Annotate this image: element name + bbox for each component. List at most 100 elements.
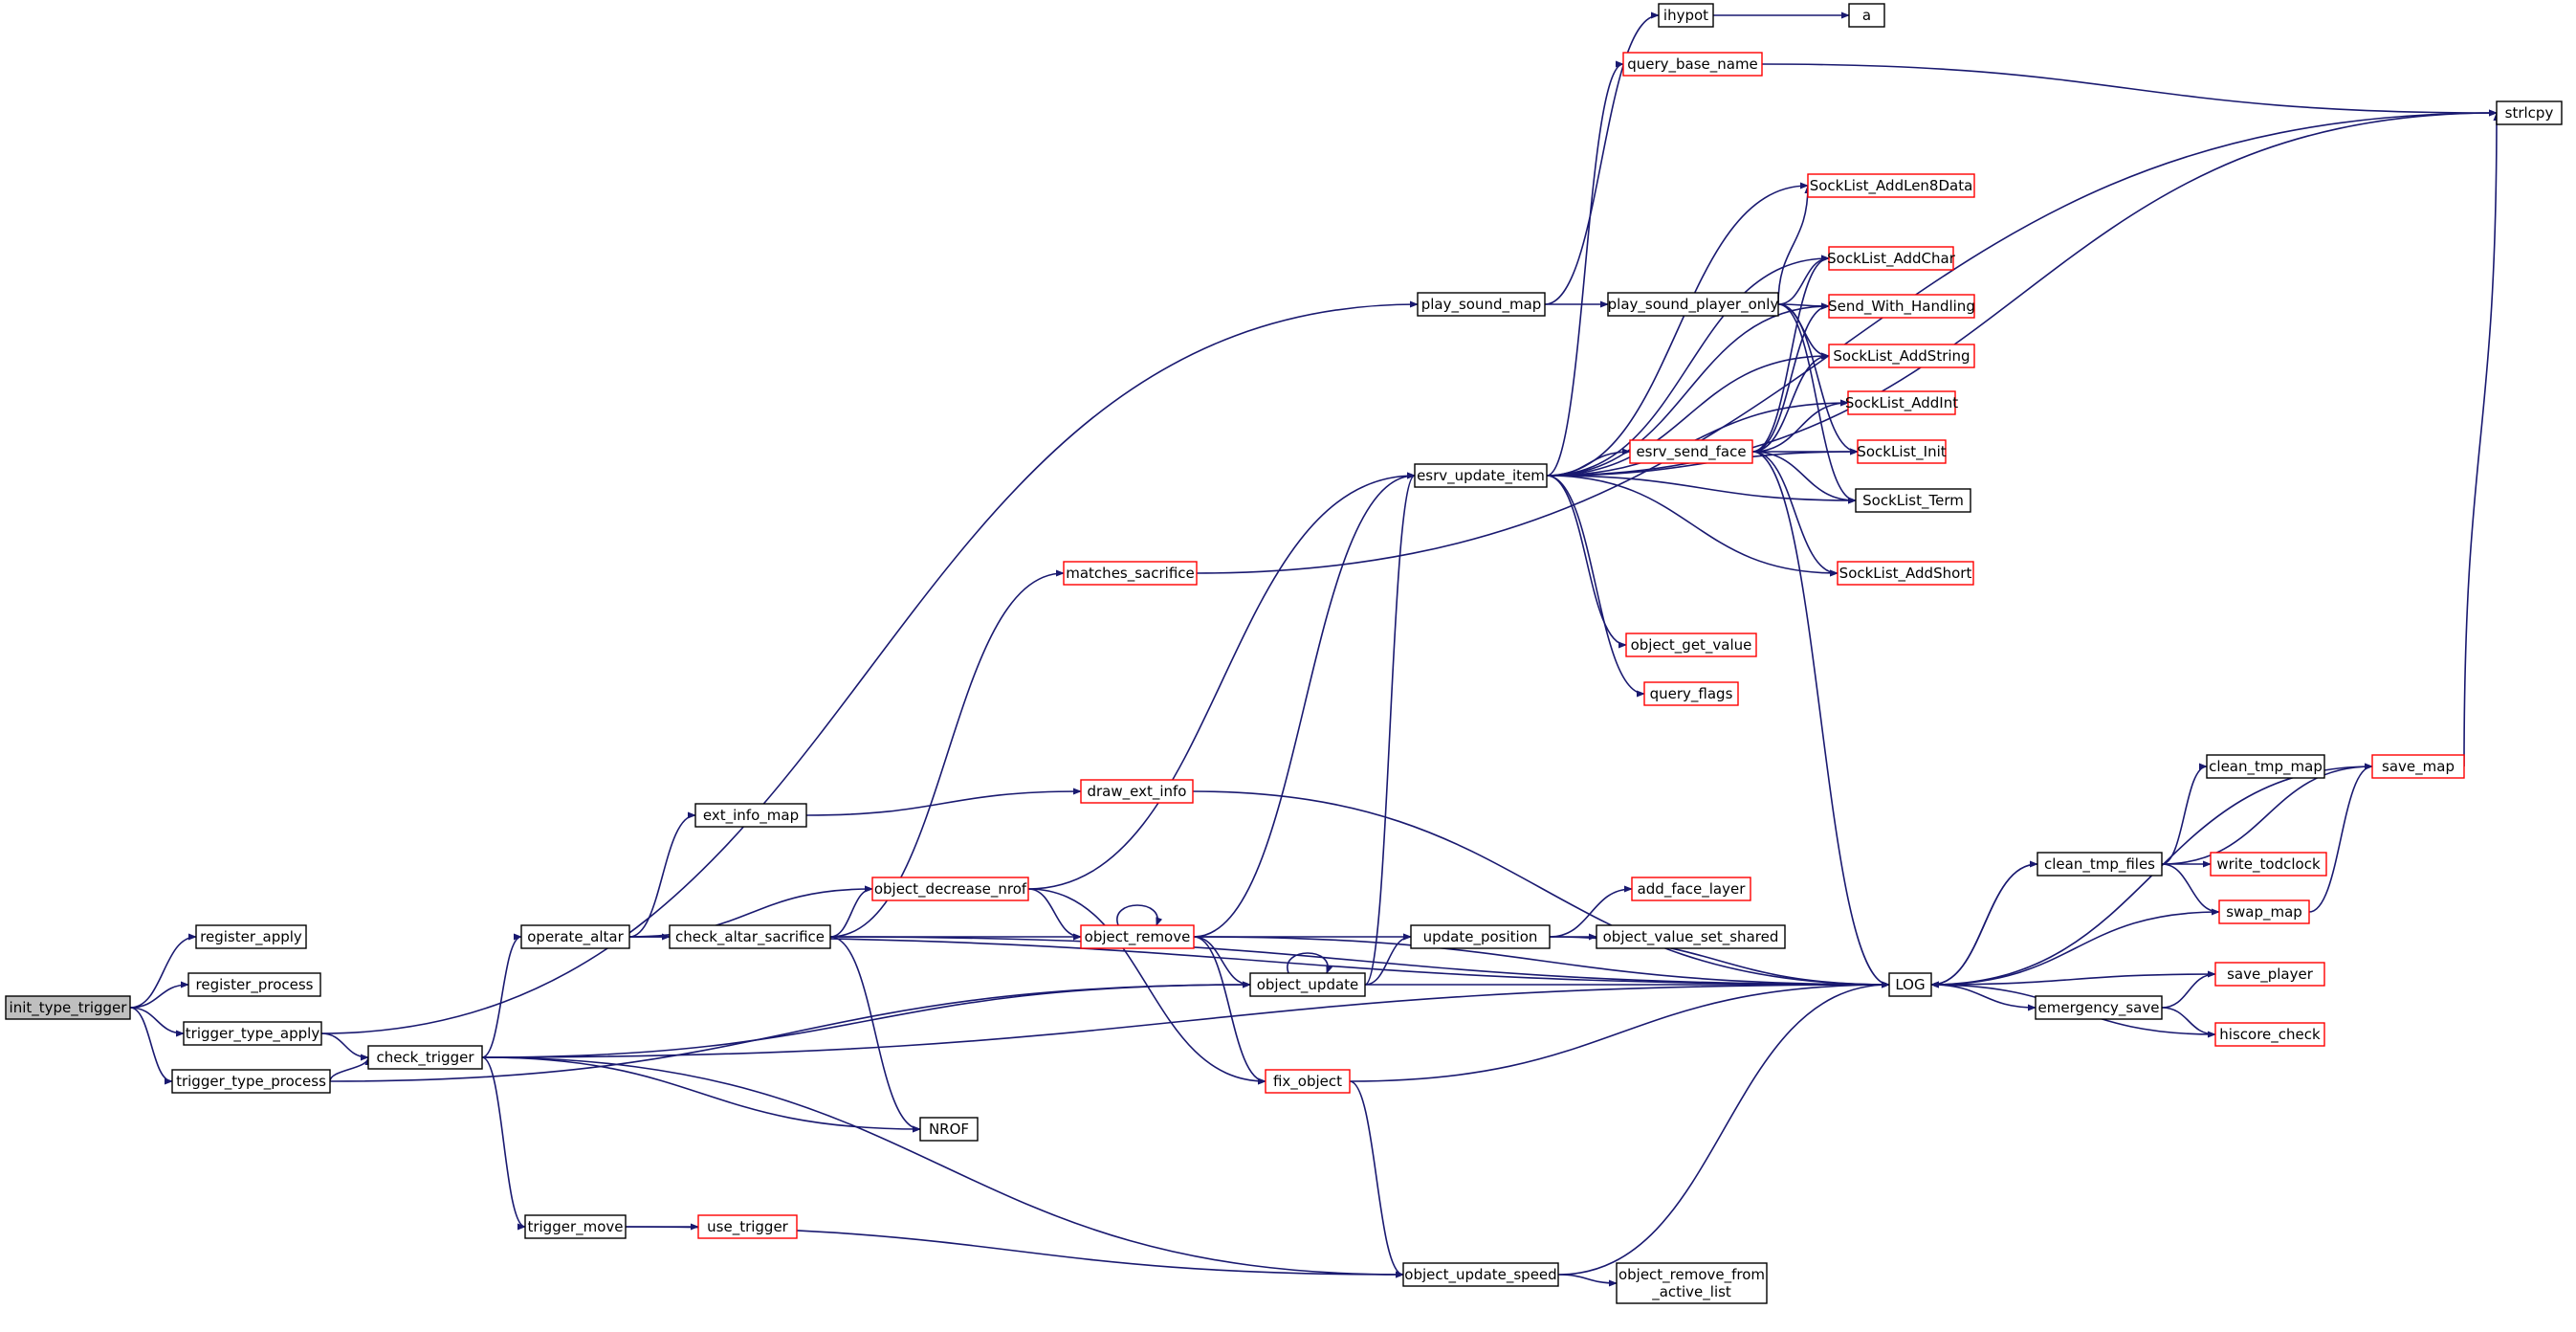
node-box bbox=[1596, 924, 1786, 949]
node-box bbox=[1625, 633, 1757, 657]
node-object-value-set-shared[interactable]: object_value_set_shared bbox=[1596, 924, 1786, 949]
node-Send-With-Handling[interactable]: Send_With_Handling bbox=[1828, 294, 1975, 319]
node-trigger-type-process[interactable]: trigger_type_process bbox=[171, 1069, 331, 1094]
edge-draw-ext-info-to-LOG bbox=[1192, 790, 1890, 988]
node-object-update-speed[interactable]: object_update_speed bbox=[1402, 1262, 1559, 1287]
node-box bbox=[195, 924, 307, 949]
node-label: save_map bbox=[2382, 758, 2455, 776]
node-a[interactable]: a bbox=[1848, 3, 1885, 28]
node-label: emergency_save bbox=[2038, 999, 2160, 1017]
node-query-base-name[interactable]: query_base_name bbox=[1622, 52, 1763, 77]
node-clean-tmp-files[interactable]: clean_tmp_files bbox=[2037, 852, 2163, 877]
node-box bbox=[1616, 1262, 1768, 1304]
edge-object-decrease-nrof-to-object-remove bbox=[1027, 888, 1082, 941]
node-object-remove-from-active-list[interactable]: object_remove_from_active_list bbox=[1616, 1262, 1768, 1304]
node-query-flags[interactable]: query_flags bbox=[1643, 681, 1739, 706]
node-label: init_type_trigger bbox=[10, 999, 128, 1017]
node-register-apply[interactable]: register_apply bbox=[195, 924, 307, 949]
node-emergency-save[interactable]: emergency_save bbox=[2035, 995, 2163, 1020]
node-box bbox=[367, 1045, 483, 1070]
edge-check-altar-sacrifice-to-LOG bbox=[829, 936, 1890, 988]
node-strlcpy[interactable]: strlcpy bbox=[2496, 100, 2563, 125]
node-add-face-layer[interactable]: add_face_layer bbox=[1631, 877, 1751, 901]
node-ihypot[interactable]: ihypot bbox=[1658, 3, 1714, 28]
node-box bbox=[1828, 246, 1954, 271]
node-label: save_player bbox=[2227, 966, 2314, 984]
node-fix-object[interactable]: fix_object bbox=[1265, 1069, 1351, 1094]
node-box bbox=[1631, 877, 1751, 901]
node-update-position[interactable]: update_position bbox=[1410, 924, 1551, 949]
node-label: trigger_type_apply bbox=[186, 1025, 320, 1043]
node-esrv-send-face[interactable]: esrv_send_face bbox=[1629, 439, 1753, 464]
node-SockList-AddChar[interactable]: SockList_AddChar bbox=[1827, 246, 1956, 271]
edge-play-sound-map-to-ihypot bbox=[1544, 11, 1660, 305]
edge-fix-object-to-LOG bbox=[1349, 981, 1890, 1082]
node-object-get-value[interactable]: object_get_value bbox=[1625, 633, 1757, 657]
node-label: object_update_speed bbox=[1404, 1266, 1556, 1284]
node-ext-info-map[interactable]: ext_info_map bbox=[694, 803, 807, 828]
node-write-todclock[interactable]: write_todclock bbox=[2210, 852, 2327, 877]
node-play-sound-map[interactable]: play_sound_map bbox=[1417, 292, 1546, 317]
node-clean-tmp-map[interactable]: clean_tmp_map bbox=[2206, 754, 2325, 779]
edge-trigger-type-apply-to-play-sound-map bbox=[320, 300, 1419, 1034]
node-box bbox=[5, 995, 131, 1020]
node-esrv-update-item[interactable]: esrv_update_item bbox=[1414, 463, 1548, 488]
node-label: SockList_Term bbox=[1862, 492, 1964, 510]
node-swap-map[interactable]: swap_map bbox=[2218, 899, 2310, 924]
node-operate-altar[interactable]: operate_altar bbox=[520, 924, 630, 949]
node-SockList-AddInt[interactable]: SockList_AddInt bbox=[1845, 390, 1958, 415]
node-SockList-AddString[interactable]: SockList_AddString bbox=[1828, 344, 1975, 368]
edge-init-type-trigger-to-register-process bbox=[129, 981, 189, 1009]
node-save-player[interactable]: save_player bbox=[2214, 962, 2325, 987]
node-use-trigger[interactable]: use_trigger bbox=[697, 1214, 798, 1239]
node-box bbox=[524, 1214, 627, 1239]
edge-object-update-to-esrv-update-item bbox=[1364, 472, 1416, 986]
node-box bbox=[1888, 972, 1932, 997]
node-check-altar-sacrifice[interactable]: check_altar_sacrifice bbox=[669, 924, 831, 949]
node-box bbox=[694, 803, 807, 828]
edge-object-remove-to-object-update bbox=[1193, 936, 1251, 988]
node-trigger-move[interactable]: trigger_move bbox=[524, 1214, 627, 1239]
edge-esrv-update-item-to-SockList-AddChar bbox=[1546, 255, 1830, 477]
node-object-decrease-nrof[interactable]: object_decrease_nrof bbox=[871, 877, 1029, 901]
node-box bbox=[1080, 924, 1195, 949]
edge-esrv-update-item-to-object-get-value bbox=[1546, 475, 1627, 649]
node-SockList-AddLen8Data[interactable]: SockList_AddLen8Data bbox=[1807, 173, 1975, 198]
node-object-remove[interactable]: object_remove bbox=[1080, 924, 1195, 949]
node-label: clean_tmp_map bbox=[2209, 758, 2323, 776]
node-box bbox=[697, 1214, 798, 1239]
node-draw-ext-info[interactable]: draw_ext_info bbox=[1080, 779, 1194, 804]
node-play-sound-player-only[interactable]: play_sound_player_only bbox=[1607, 292, 1779, 317]
node-SockList-Term[interactable]: SockList_Term bbox=[1855, 488, 1971, 513]
node-check-trigger[interactable]: check_trigger bbox=[367, 1045, 483, 1070]
edge-check-altar-sacrifice-to-matches-sacrifice bbox=[829, 569, 1065, 938]
edge-object-remove-to-esrv-update-item bbox=[1193, 472, 1416, 938]
node-label: check_trigger bbox=[376, 1049, 474, 1067]
node-trigger-type-apply[interactable]: trigger_type_apply bbox=[183, 1021, 322, 1046]
node-init-type-trigger[interactable]: init_type_trigger bbox=[5, 995, 131, 1020]
edge-esrv-send-face-to-SockList-AddChar bbox=[1751, 255, 1830, 453]
node-save-map[interactable]: save_map bbox=[2371, 754, 2465, 779]
edge-operate-altar-to-ext-info-map bbox=[628, 811, 696, 938]
node-SockList-Init[interactable]: SockList_Init bbox=[1857, 439, 1947, 464]
node-hiscore-check[interactable]: hiscore_check bbox=[2214, 1022, 2325, 1047]
node-box bbox=[1855, 488, 1971, 513]
edge-esrv-update-item-to-SockList-AddString bbox=[1546, 352, 1830, 477]
node-object-update[interactable]: object_update bbox=[1249, 972, 1366, 997]
edge-esrv-update-item-to-query-base-name bbox=[1546, 60, 1624, 477]
node-SockList-AddShort[interactable]: SockList_AddShort bbox=[1837, 561, 1974, 586]
node-box bbox=[2210, 852, 2327, 877]
node-LOG[interactable]: LOG bbox=[1888, 972, 1932, 997]
node-matches-sacrifice[interactable]: matches_sacrifice bbox=[1063, 561, 1198, 586]
node-register-process[interactable]: register_process bbox=[187, 972, 321, 997]
node-label: clean_tmp_files bbox=[2044, 855, 2155, 874]
node-label: SockList_AddChar bbox=[1827, 250, 1956, 268]
node-NROF[interactable]: NROF bbox=[919, 1117, 979, 1142]
node-box bbox=[1658, 3, 1714, 28]
edge-clean-tmp-files-to-LOG bbox=[1930, 863, 2038, 988]
edge-operate-altar-to-LOG bbox=[628, 936, 1890, 988]
edge-esrv-update-item-to-SockList-AddLen8Data bbox=[1546, 182, 1809, 477]
node-box bbox=[669, 924, 831, 949]
edge-esrv-update-item-to-SockList-Term bbox=[1546, 475, 1857, 504]
edge-init-type-trigger-to-register-apply bbox=[129, 933, 197, 1009]
